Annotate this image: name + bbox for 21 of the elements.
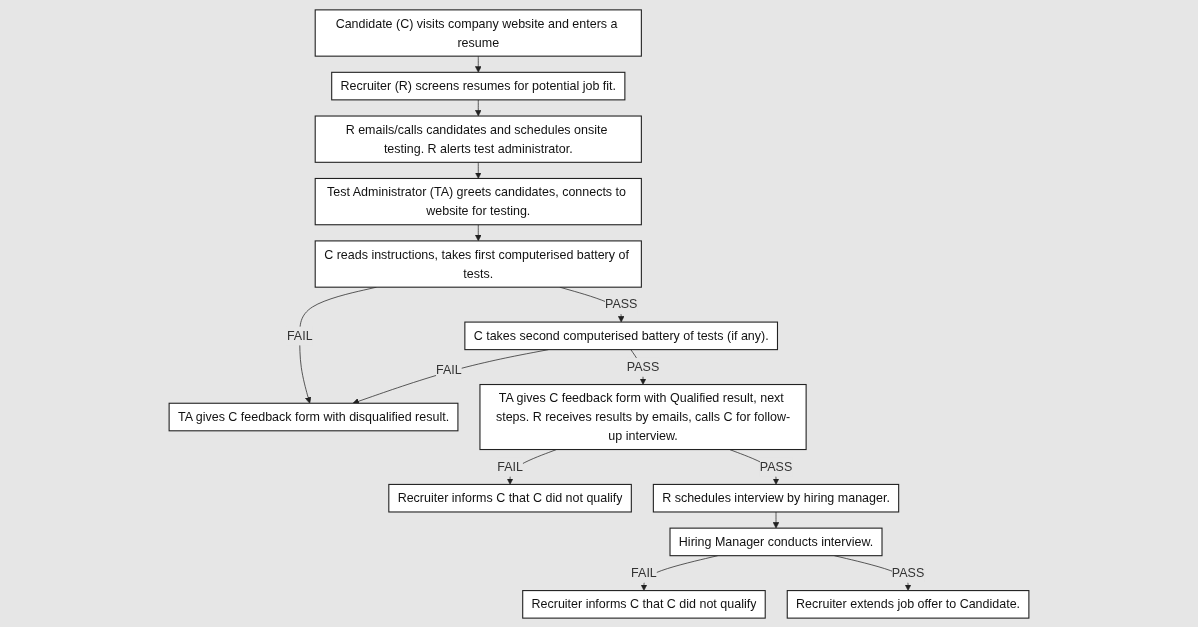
node-box: R emails/calls candidates and schedules onsite testing. R alerts test administrator.	[314, 115, 642, 163]
node-box: R schedules interview by hiring manager.	[652, 483, 900, 512]
edge-label: FAIL	[631, 565, 657, 580]
node-box: Hiring Manager conducts interview.	[669, 527, 883, 556]
edge-label: PASS	[891, 565, 925, 580]
edge-label: PASS	[604, 296, 638, 311]
edge-label: PASS	[759, 459, 793, 474]
node-box: Recruiter (R) screens resumes for potential job fit.	[331, 71, 626, 100]
node-box: Test Administrator (TA) greets candidates, connects to website for testing.	[314, 177, 642, 225]
node-box: C reads instructions, takes first computerised battery of tests.	[314, 239, 642, 288]
edge-label: FAIL	[286, 328, 313, 343]
edge-label: FAIL	[497, 459, 523, 474]
node-box: C takes second computerised battery of tests (if any).	[464, 321, 779, 350]
node-box: Recruiter extends job offer to Candidate.	[786, 589, 1030, 619]
node-box: TA gives C feedback form with disqualified result.	[168, 402, 459, 431]
edge-label: PASS	[626, 359, 660, 374]
node-box: TA gives C feedback form with Qualified result, next steps. R receives results by emails, calls C for follow-up interview.	[479, 383, 807, 450]
node-box: Recruiter informs C that C did not qualify	[388, 483, 632, 512]
node-box: Recruiter informs C that C did not qualify	[522, 589, 766, 619]
edge-label: FAIL	[436, 362, 462, 376]
node-box: Candidate (C) visits company website and enters a resume	[314, 8, 642, 57]
